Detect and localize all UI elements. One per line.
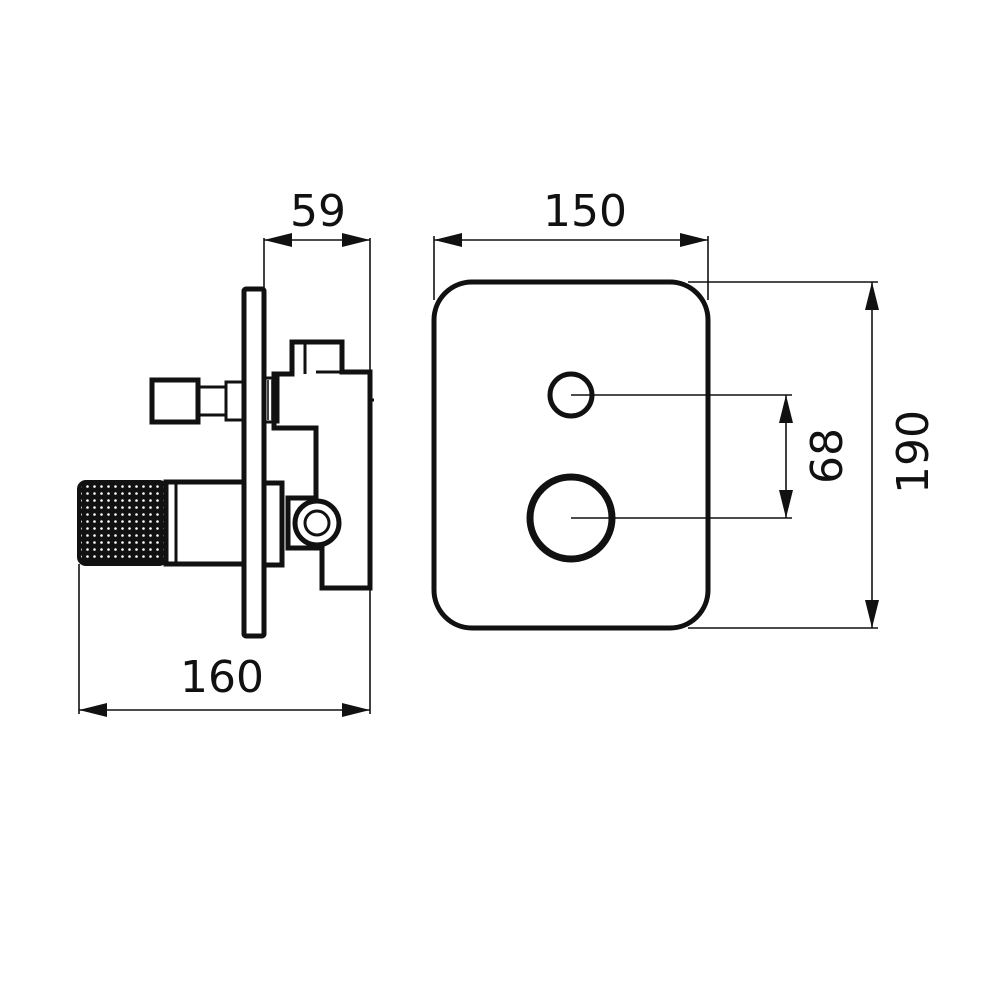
dimension-label-68: 68 [802, 428, 853, 484]
dimension-68: 68 [571, 394, 853, 519]
dimension-label-59: 59 [290, 186, 346, 237]
dimension-160: 160 [78, 564, 371, 717]
dimension-label-190: 190 [888, 410, 939, 494]
outlet-ring [292, 498, 342, 548]
cover-plate [431, 279, 711, 631]
cover-plate-edge [241, 286, 267, 639]
dimension-label-150: 150 [543, 186, 627, 237]
valve-body [271, 339, 373, 591]
dimension-150: 150 [433, 186, 709, 300]
dimension-59: 59 [263, 186, 371, 372]
dimension-label-160: 160 [180, 652, 264, 703]
side-view [77, 286, 374, 639]
knurled-handle [77, 480, 168, 566]
dimension-190: 190 [688, 281, 939, 629]
diverter-button [149, 377, 201, 425]
front-view [431, 279, 711, 631]
handle-sleeve [163, 479, 247, 567]
